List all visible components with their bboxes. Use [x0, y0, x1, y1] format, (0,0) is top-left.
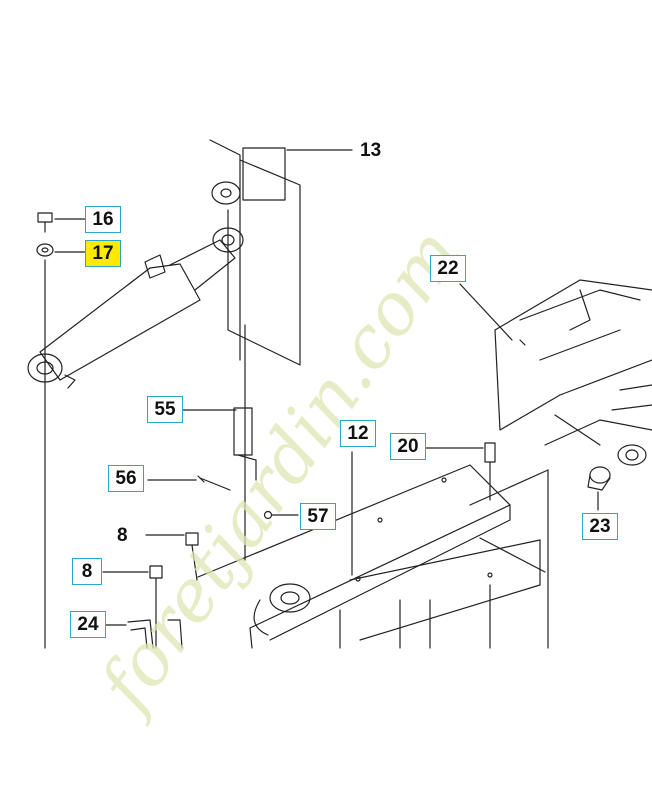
part-label-57: 57 — [300, 503, 336, 530]
part-label-13: 13 — [360, 140, 382, 161]
bushing-23-drawing — [587, 466, 611, 511]
bolt-8-right-drawing — [145, 532, 199, 581]
housing-22-drawing — [459, 279, 652, 466]
bolt-20-drawing — [423, 442, 496, 501]
part-label-23: 23 — [582, 513, 618, 540]
part-label-24: 24 — [70, 611, 106, 638]
bolt-16-drawing — [37, 212, 86, 233]
nut-57-drawing — [263, 510, 299, 520]
bolt-8-left-drawing — [102, 565, 163, 649]
pin-55-drawing — [182, 407, 257, 481]
upright-13-drawing — [209, 139, 353, 561]
part-label-56: 56 — [108, 465, 144, 492]
part-label-17: 17 — [85, 240, 121, 267]
part-label-20: 20 — [390, 433, 426, 460]
lower-rails-drawing — [339, 469, 549, 649]
part-label-8-upper: 8 — [117, 525, 128, 546]
part-label-16: 16 — [85, 206, 121, 233]
part-label-8-lower: 8 — [72, 558, 102, 585]
washer-17-drawing — [36, 243, 86, 257]
clip-24-drawing — [102, 619, 183, 649]
part-label-55: 55 — [147, 396, 183, 423]
pin-56-drawing — [147, 475, 231, 491]
part-label-22: 22 — [430, 255, 466, 282]
part-label-12: 12 — [340, 420, 376, 447]
